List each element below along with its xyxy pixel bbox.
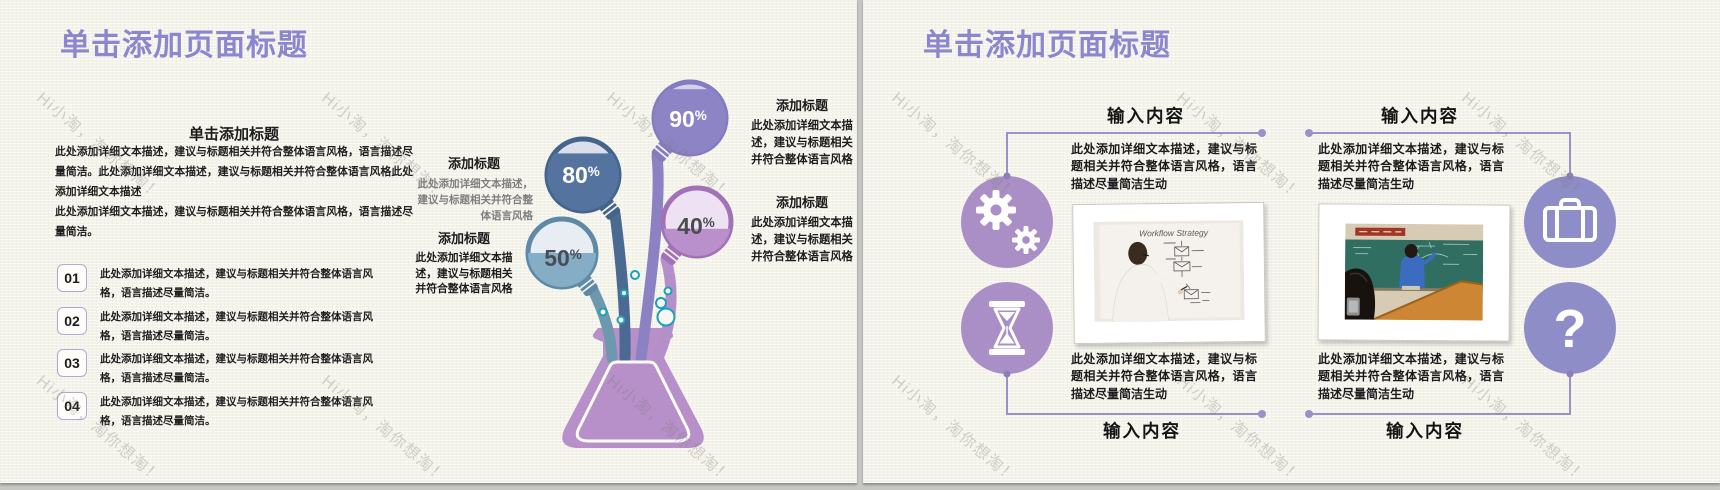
list-item-text: 此处添加详细文本描述，建议与标题相关并符合整体语言风格，语言描述尽量简洁。 bbox=[100, 268, 373, 299]
bubble-90-label: 90% bbox=[669, 106, 707, 132]
section-body: 此处添加详细文本描述，建议与标题相关并符合整体语言风格，语言描述尽量简洁生动 bbox=[1071, 352, 1257, 401]
paragraph: 此处添加详细文本描述，建议与标题相关并符合整体语言风格，语言描述尽量简洁。 bbox=[55, 206, 413, 238]
connector-diagram: ? bbox=[961, 129, 1616, 418]
stem-90 bbox=[635, 150, 664, 364]
section-heading-top-left: 输入内容 bbox=[1107, 106, 1185, 126]
icon-circle-gears bbox=[961, 176, 1053, 268]
bubble-neck bbox=[651, 137, 676, 162]
air-bubbles bbox=[598, 270, 676, 327]
flask-label-90: 添加标题 此处添加详细文本描述，建议与标题相关并符合整体语言风格 bbox=[749, 95, 855, 169]
slide-right[interactable]: 单击添加页面标题 输入内容 输入内容 输入内容 输入内容 此处添加详细文本描述，… bbox=[863, 0, 1720, 483]
flask-label-body: 此处添加详细文本描述，建议与标题相关并符合整体语言风格 bbox=[751, 120, 853, 166]
flask-label-title: 添加标题 bbox=[775, 98, 828, 113]
teacher-head bbox=[1404, 243, 1418, 258]
icon-circle-question bbox=[1524, 282, 1616, 374]
section-heading-top-right: 输入内容 bbox=[1381, 106, 1459, 126]
gears-icon bbox=[976, 190, 1040, 254]
flask-label-body: 此处添加详细文本描述，建议与标题相关并符合整体语言风格 bbox=[415, 252, 513, 295]
section-heading-bottom-left: 输入内容 bbox=[1103, 421, 1181, 441]
flask-infographic: 90% 80% 40% 50% bbox=[525, 79, 734, 448]
connector-dots bbox=[1258, 129, 1313, 418]
flask-label-50: 添加标题 此处添加详细文本描述，建议与标题相关并符合整体语言风格 bbox=[414, 228, 514, 298]
flask-label-title: 添加标题 bbox=[775, 195, 828, 210]
photo-whiteboard: Workflow Strategy bbox=[1072, 201, 1266, 345]
page-title: 单击添加页面标题 bbox=[923, 29, 1171, 62]
flask-icon bbox=[562, 328, 704, 448]
teacher-trousers bbox=[1401, 285, 1420, 291]
stem-80 bbox=[609, 208, 631, 364]
section-heading-bottom-right: 输入内容 bbox=[1386, 421, 1464, 441]
photo-classroom bbox=[1317, 203, 1511, 342]
list-item-text: 此处添加详细文本描述，建议与标题相关并符合整体语言风格，语言描述尽量简洁。 bbox=[100, 396, 373, 427]
person-head bbox=[1128, 241, 1148, 265]
list-number-badge: 04 bbox=[57, 392, 87, 420]
bubble-80-label: 80% bbox=[562, 162, 600, 188]
person-arm bbox=[1154, 274, 1182, 294]
stem-40 bbox=[652, 253, 677, 364]
flask-liquid bbox=[575, 360, 691, 443]
list-item: 03 此处添加详细文本描述，建议与标题相关并符合整体语言风格，语言描述尽量简洁。 bbox=[57, 349, 392, 388]
page-title: 单击添加页面标题 bbox=[60, 29, 308, 62]
section-body: 此处添加详细文本描述，建议与标题相关并符合整体语言风格，语言描述尽量简洁生动 bbox=[1318, 142, 1504, 191]
question-mark-icon: ? bbox=[1554, 299, 1587, 359]
list-number-badge: 03 bbox=[57, 349, 87, 377]
list-item: 04 此处添加详细文本描述，建议与标题相关并符合整体语言风格，语言描述尽量简洁。 bbox=[57, 392, 392, 431]
icon-circle-hourglass bbox=[961, 282, 1053, 374]
list-item: 01 此处添加详细文本描述，建议与标题相关并符合整体语言风格，语言描述尽量简洁。 bbox=[57, 264, 392, 303]
whiteboard-text: Workflow Strategy bbox=[1139, 228, 1209, 239]
photo-classroom-image bbox=[1344, 223, 1484, 321]
bubble-neck bbox=[574, 271, 598, 297]
briefcase-icon bbox=[1543, 198, 1597, 242]
section-body: 此处添加详细文本描述，建议与标题相关并符合整体语言风格，语言描述尽量简洁生动 bbox=[1071, 142, 1257, 191]
flask-label-40: 添加标题 此处添加详细文本描述，建议与标题相关并符合整体语言风格 bbox=[749, 192, 855, 266]
list-number-badge: 02 bbox=[57, 307, 87, 335]
teacher-arm bbox=[1421, 252, 1437, 266]
icon-circle-briefcase bbox=[1524, 176, 1616, 268]
flask-label-title: 添加标题 bbox=[437, 231, 490, 246]
photo-whiteboard-image: Workflow Strategy bbox=[1093, 220, 1245, 322]
bubble-40: 40% bbox=[660, 185, 734, 259]
bubble-50-label: 50% bbox=[544, 245, 582, 271]
desk-panel bbox=[1372, 281, 1483, 321]
flask-label-title: 添加标题 bbox=[447, 156, 500, 171]
stem-50 bbox=[587, 284, 618, 364]
teacher-shirt bbox=[1398, 255, 1425, 289]
person-hand bbox=[1177, 289, 1183, 295]
bubble-80: 80% bbox=[544, 136, 622, 214]
hourglass-icon bbox=[989, 301, 1025, 355]
list-item-text: 此处添加详细文本描述，建议与标题相关并符合整体语言风格，语言描述尽量简洁。 bbox=[100, 311, 373, 342]
classroom-banner bbox=[1355, 227, 1406, 236]
marker-pen bbox=[1180, 285, 1188, 291]
person-body bbox=[1112, 264, 1169, 322]
bubble-90: 90% bbox=[651, 79, 729, 157]
flask-label-body: 此处添加详细文本描述，建议与标题相关并符合整体语言风格 bbox=[751, 217, 853, 263]
list-number-badge: 01 bbox=[57, 264, 87, 292]
paragraph: 此处添加详细文本描述，建议与标题相关并符合整体语言风格，语言描述尽量简洁。此处添… bbox=[55, 146, 413, 198]
person-glasses bbox=[1142, 253, 1149, 257]
flask-label-body: 此处添加详细文本描述，建议与标题相关并符合整体语言风格 bbox=[417, 178, 534, 222]
list-item-text: 此处添加详细文本描述，建议与标题相关并符合整体语言风格，语言描述尽量简洁。 bbox=[100, 353, 373, 384]
slide-left[interactable]: 单击添加页面标题 单击添加标题 此处添加详细文本描述，建议与标题相关并符合整体语… bbox=[0, 0, 857, 483]
bubble-neck bbox=[661, 240, 685, 266]
flask-label-80: 添加标题 此处添加详细文本描述，建议与标题相关并符合整体语言风格 bbox=[415, 153, 534, 224]
bubble-40-label: 40% bbox=[677, 213, 715, 239]
list-item: 02 此处添加详细文本描述，建议与标题相关并符合整体语言风格，语言描述尽量简洁。 bbox=[57, 307, 392, 346]
bubble-50: 50% bbox=[525, 216, 599, 290]
section-body: 此处添加详细文本描述，建议与标题相关并符合整体语言风格，语言描述尽量简洁生动 bbox=[1318, 352, 1504, 401]
bubble-neck bbox=[596, 194, 621, 220]
content-heading: 单击添加标题 bbox=[188, 126, 279, 143]
body-paragraphs: 此处添加详细文本描述，建议与标题相关并符合整体语言风格，语言描述尽量简洁。此处添… bbox=[55, 142, 413, 242]
flowchart-sketch bbox=[1163, 240, 1211, 304]
